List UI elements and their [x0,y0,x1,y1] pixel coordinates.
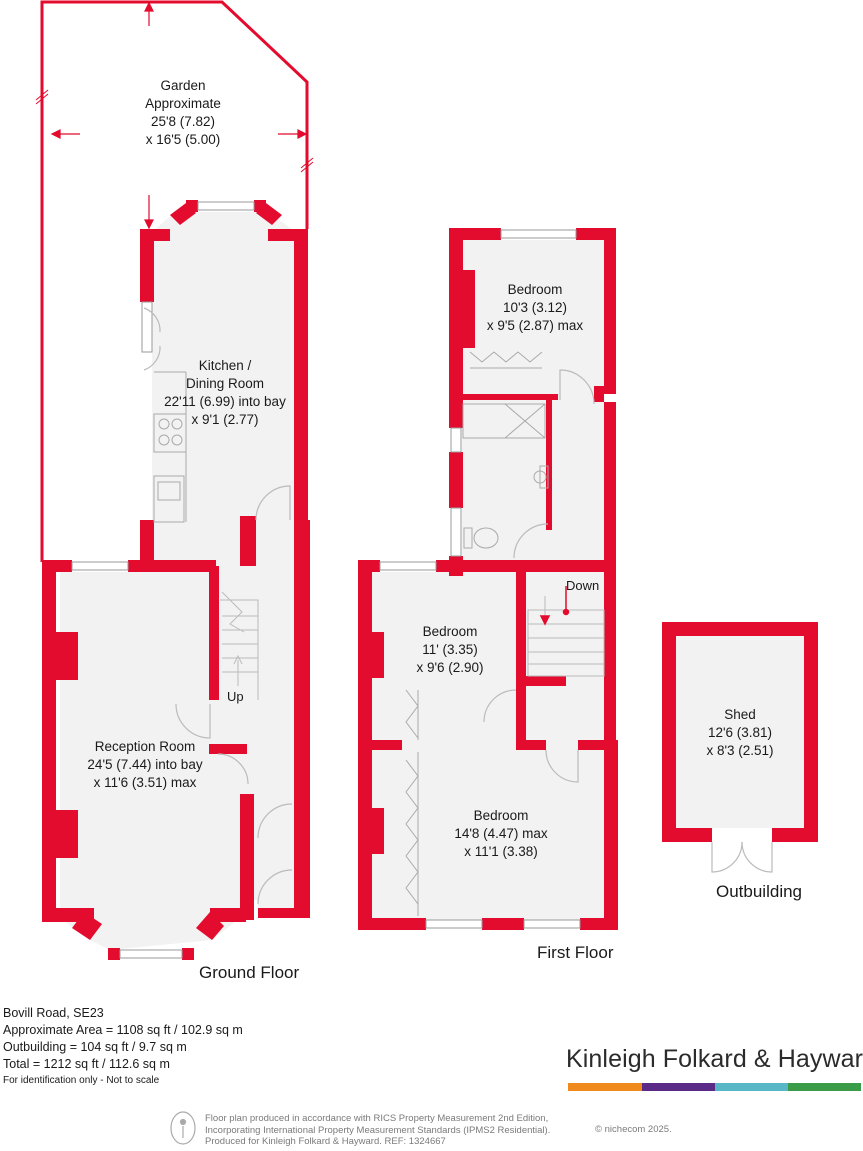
kitchen-name: Kitchen / [198,358,252,373]
kitchen-name-2: Dining Room [185,376,265,391]
reception-width: x 11'6 (3.51) max [93,775,197,790]
reception-name: Reception Room [94,739,196,754]
footer-line-2: Incorporating International Property Mea… [205,1124,551,1136]
garden-name: Garden [160,78,206,93]
ground-floor-plan [42,200,310,960]
garden-dimension-arrows [50,1,308,230]
reception-length: 24'5 (7.44) into bay [87,757,203,772]
bedroom-mid-label: Bedroom 11' (3.35) x 9'6 (2.90) [392,623,508,677]
approximate-area: Approximate Area = 1108 sq ft / 102.9 sq… [3,1023,243,1037]
stairs-down-label: Down [566,578,600,593]
shed-name: Shed [724,707,756,722]
first-floor-windows [379,229,581,929]
nichecom-logo [170,1111,196,1145]
first-floor-walls [358,228,618,930]
ground-floor-doors [143,307,293,905]
first-floor-caption: First Floor [537,943,614,962]
outbuilding-area: Outbuilding = 104 sq ft / 9.7 sq m [3,1040,187,1054]
kitchen-fittings [153,371,187,523]
kitchen-width: x 9'1 (2.77) [191,412,259,427]
first-floor-fittings [405,351,549,916]
garden-length: 25'8 (7.82) [150,114,216,129]
reception-label: Reception Room 24'5 (7.44) into bay x 11… [70,738,220,792]
bedroom-front-label: Bedroom 14'8 (4.47) max x 11'1 (3.38) [426,807,576,861]
kitchen-length: 22'11 (6.99) into bay [164,394,286,409]
bedroom-mid-name: Bedroom [422,624,478,639]
garden-approx: Approximate [145,96,221,111]
ground-floor-windows [71,201,255,959]
first-floor-area [370,240,616,920]
outbuilding-caption: Outbuilding [716,882,803,901]
garden-label: Garden Approximate 25'8 (7.82) x 16'5 (5… [108,77,258,149]
brand-bar-green [788,1083,861,1091]
disclaimer: For identification only - Not to scale [3,1075,160,1086]
brand-name: Kinleigh Folkard & Hayward [566,1045,863,1073]
footer-notes: Floor plan produced in accordance with R… [205,1113,550,1148]
garden-width: x 16'5 (5.00) [145,132,221,147]
first-floor-plan [358,228,618,930]
shed-label: Shed 12'6 (3.81) x 8'3 (2.51) [690,706,790,760]
footer-line-1: Floor plan produced in accordance with R… [205,1113,549,1124]
bedroom-mid-width: x 9'6 (2.90) [416,660,484,675]
bedroom-rear-length: 10'3 (3.12) [502,300,568,315]
bedroom-rear-width: x 9'5 (2.87) max [486,318,584,333]
bedroom-rear-label: Bedroom 10'3 (3.12) x 9'5 (2.87) max [465,281,605,335]
ground-floor-caption: Ground Floor [199,963,300,982]
bedroom-front-name: Bedroom [473,808,529,823]
shed-length: 12'6 (3.81) [707,725,773,740]
ground-floor-area [60,212,300,950]
ground-floor-stairs [220,591,259,700]
kitchen-label: Kitchen / Dining Room 22'11 (6.99) into … [140,357,310,429]
garden-break-marks [35,89,314,173]
first-floor-doors [483,369,595,783]
bedroom-front-length: 14'8 (4.47) max [454,826,548,841]
ground-floor-walls [42,200,310,960]
stairs-up-label: Up [227,689,244,704]
bedroom-front-width: x 11'1 (3.38) [464,844,538,859]
outbuilding-plan [662,622,818,873]
shed-width: x 8'3 (2.51) [706,743,774,758]
brand-bar-purple [642,1083,715,1091]
brand-bar-orange [568,1083,642,1091]
bedroom-rear-name: Bedroom [507,282,563,297]
stair-arrow [539,586,570,626]
footer-copyright: © nichecom 2025. [595,1124,672,1135]
property-info: Bovill Road, SE23 Approximate Area = 110… [3,1005,243,1089]
bedroom-mid-length: 11' (3.35) [422,642,478,657]
garden-outline [40,0,309,562]
brand-bar-teal [715,1083,788,1091]
footer-line-3: Produced for Kinleigh Folkard & Hayward.… [205,1136,446,1147]
address: Bovill Road, SE23 [3,1006,104,1020]
total-area: Total = 1212 sq ft / 112.6 sq m [3,1057,170,1071]
